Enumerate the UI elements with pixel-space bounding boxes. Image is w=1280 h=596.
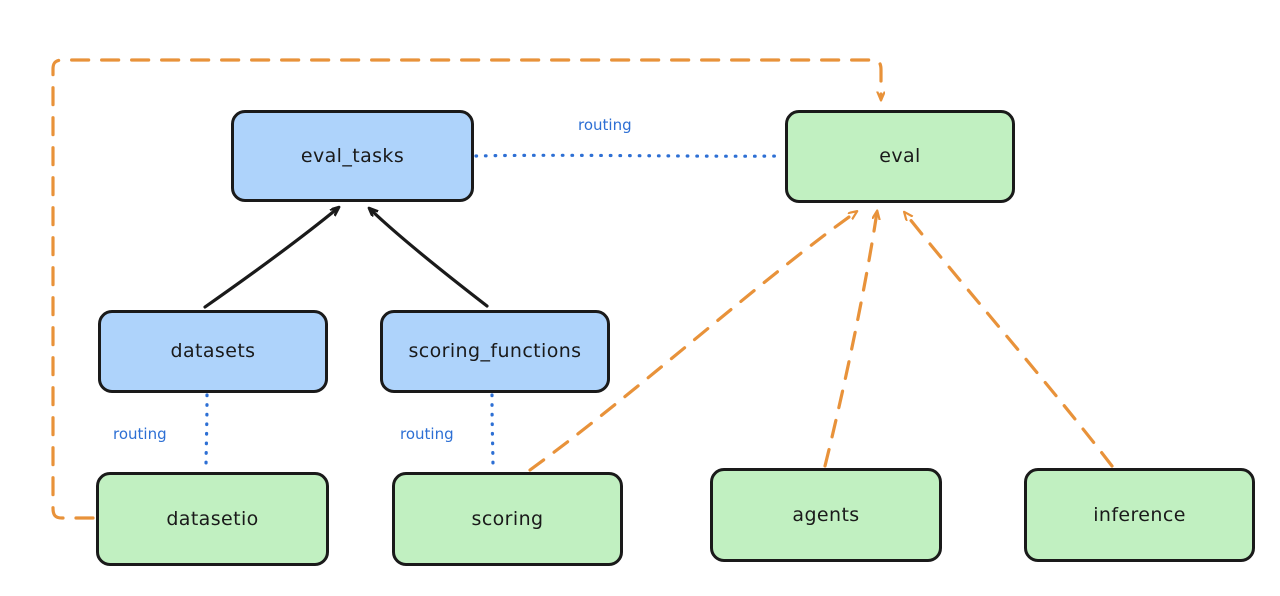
edge-inference-to-eval [905, 213, 1114, 468]
edge-agents-to-eval [823, 212, 877, 468]
node-datasets[interactable]: datasets [98, 310, 328, 393]
edge-label-routing-eval-tasks-eval: routing [578, 116, 632, 134]
edge-eval_tasks-to-eval [474, 153, 783, 158]
node-label: inference [1093, 503, 1186, 526]
node-eval[interactable]: eval [785, 110, 1015, 203]
node-label: scoring_functions [408, 340, 582, 362]
node-inference[interactable]: inference [1024, 468, 1255, 562]
node-label: scoring [471, 507, 544, 530]
edge-label-routing-scoring-functions-scoring: routing [400, 425, 454, 443]
node-agents[interactable]: agents [710, 468, 942, 562]
node-label: datasetio [166, 507, 259, 530]
edge-scoringfn-to-eval_tasks [370, 209, 489, 308]
node-scoring[interactable]: scoring [392, 472, 623, 566]
edge-datasetio-to-eval [51, 58, 881, 520]
node-label: eval [879, 145, 921, 167]
edge-scoring-to-eval [528, 212, 856, 472]
node-label: datasets [170, 340, 256, 362]
node-scoring-functions[interactable]: scoring_functions [380, 310, 610, 393]
edge-datasets-to-datasetio [204, 393, 209, 472]
node-eval-tasks[interactable]: eval_tasks [231, 110, 474, 202]
edge-datasets-to-eval_tasks [203, 208, 338, 309]
node-label: eval_tasks [300, 144, 405, 167]
node-label: agents [792, 503, 860, 526]
node-datasetio[interactable]: datasetio [96, 472, 329, 566]
edge-scoringfn-to-scoring [490, 393, 495, 472]
edge-label-routing-datasets-datasetio: routing [113, 425, 167, 443]
